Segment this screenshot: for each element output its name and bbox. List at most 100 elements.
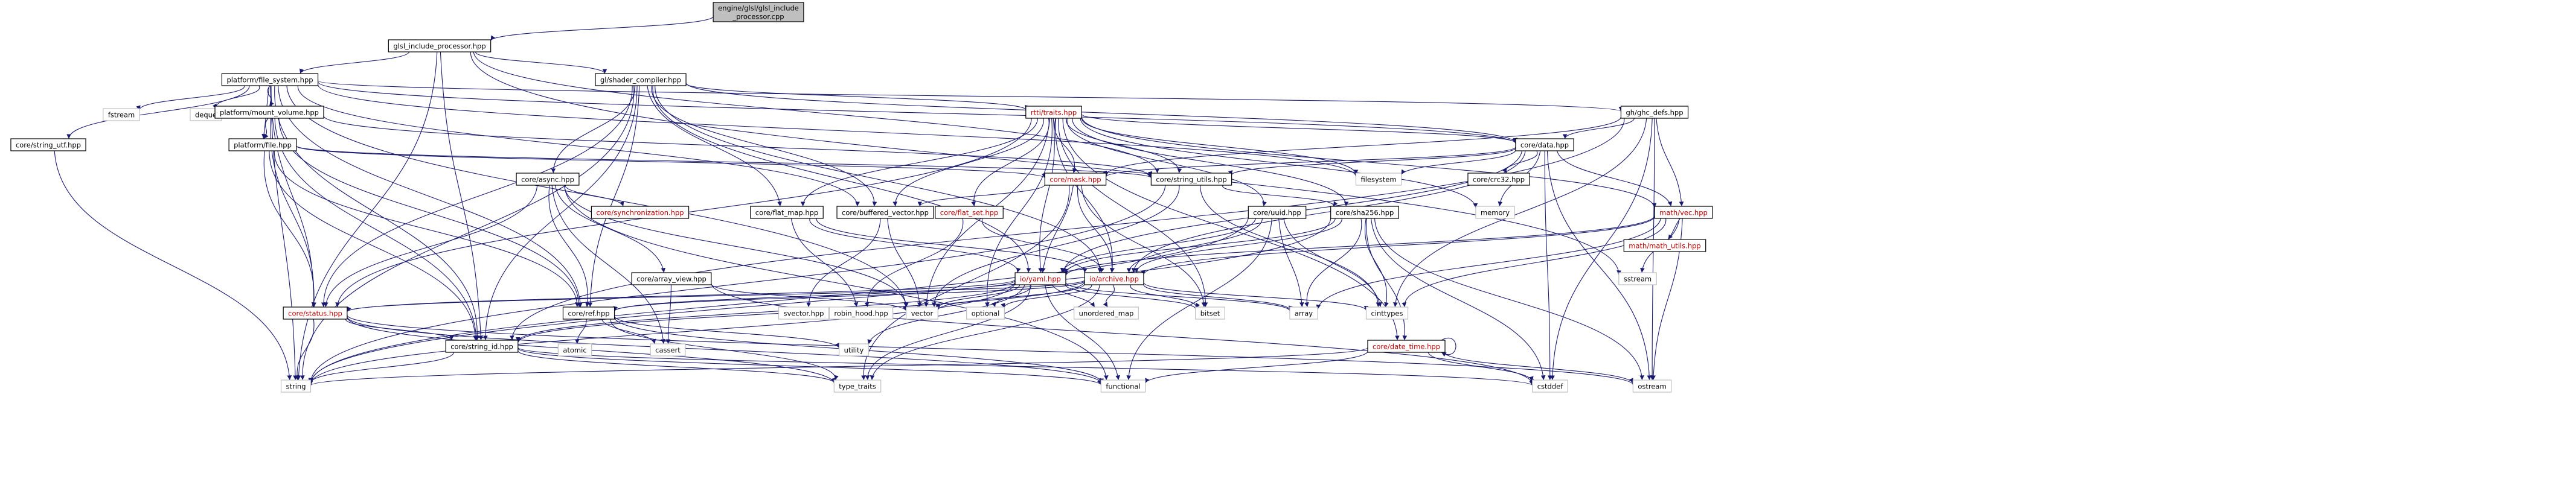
edge-core-mask-to-core-buffered-vector (917, 184, 1045, 207)
node-io-archive[interactable]: io/archive.hpp (1084, 272, 1144, 285)
node-box (228, 138, 297, 151)
edge-core-uuid-to-string (309, 217, 1249, 384)
node-box (283, 306, 348, 320)
node-mount-volume[interactable]: platform/mount_volume.hpp (214, 106, 324, 119)
node-core-sync[interactable]: core/synchronization.hpp (591, 206, 690, 219)
node-platform-file[interactable]: platform/file.hpp (228, 138, 297, 151)
edge-glsl-include-processor-to-string (296, 51, 438, 381)
edge-core-flat-map-to-robin-hood (790, 218, 859, 308)
node-label: optional (972, 309, 1000, 318)
node-box (595, 73, 687, 86)
edge-glsl-include-processor-to-platform-fs (300, 51, 410, 74)
edge-io-yaml-to-functional (1045, 284, 1120, 381)
node-label: functional (1106, 382, 1140, 391)
edge-core-async-to-cassert (551, 185, 666, 344)
edge-glsl-include-processor-to-core-string-utils (473, 51, 1159, 174)
node-platform-fs[interactable]: platform/file_system.hpp (221, 73, 319, 86)
node-label: core/data.hpp (1520, 141, 1569, 150)
edge-mount-volume-to-core-ref (278, 118, 582, 308)
node-label: vector (911, 309, 934, 318)
node-label: io/yaml.hpp (1020, 275, 1061, 284)
node-box (1355, 173, 1402, 186)
edge-core-async-to-core-array-view (554, 185, 666, 273)
edge-ghc-defs-to-core-data (1562, 118, 1635, 139)
edge-core-sha256-to-io-archive (1133, 218, 1342, 273)
node-label: rtti/traits.hpp (1031, 109, 1077, 117)
node-ghc-defs[interactable]: gh/ghc_defs.hpp (1620, 106, 1689, 119)
node-box (1044, 173, 1107, 186)
edge-math-vec-to-cinttypes (1402, 218, 1667, 308)
node-box (1100, 379, 1146, 393)
node-core-uuid[interactable]: core/uuid.hpp (1248, 206, 1307, 219)
node-io-yaml[interactable]: io/yaml.hpp (1014, 272, 1066, 285)
node-math-vec[interactable]: math/vec.hpp (1654, 206, 1713, 219)
edge-platform-file-to-core-mask (296, 145, 1046, 179)
node-rtti-traits[interactable]: rtti/traits.hpp (1025, 106, 1082, 119)
node-functional: functional (1100, 379, 1146, 393)
node-box (1150, 173, 1232, 186)
edge-io-archive-to-vector (935, 284, 1085, 311)
edge-rtti-traits-to-core-string-utils (1065, 118, 1182, 174)
node-label: core/string_id.hpp (450, 343, 513, 351)
node-box (631, 272, 712, 285)
edge-shader-compiler-to-core-string-id (483, 85, 638, 341)
node-core-async[interactable]: core/async.hpp (516, 173, 580, 186)
edge-math-vec-to-io-yaml (1063, 215, 1655, 276)
node-math-utils[interactable]: math/math_utils.hpp (1623, 239, 1706, 252)
edge-platform-fs-to-filesystem (317, 84, 1359, 177)
edge-core-mask-to-bitset (1081, 185, 1206, 308)
node-label: core/string_utils.hpp (1156, 176, 1226, 184)
node-core-crc32[interactable]: core/crc32.hpp (1467, 173, 1530, 186)
edge-core-flat-map-to-io-yaml (809, 218, 1021, 273)
node-label: filesystem (1360, 176, 1396, 184)
node-core-ref[interactable]: core/ref.hpp (562, 306, 615, 320)
node-core-mask[interactable]: core/mask.hpp (1044, 173, 1107, 186)
edge-core-string-id-to-functional (517, 348, 1101, 385)
node-core-sha256[interactable]: core/sha256.hpp (1330, 206, 1399, 219)
edge-rtti-traits-to-math-vec (1081, 116, 1657, 208)
node-label: cassert (655, 346, 681, 355)
node-core-array-view[interactable]: core/array_view.hpp (631, 272, 712, 285)
edge-core-data-to-cstddef (1544, 150, 1552, 381)
node-string: string (280, 379, 312, 393)
node-label: core/mask.hpp (1049, 176, 1101, 184)
node-box (778, 306, 830, 320)
node-svector: svector.hpp (778, 306, 830, 320)
node-label: glsl_include_processor.hpp (393, 42, 485, 51)
node-label: core/status.hpp (288, 309, 342, 318)
node-core-string-id[interactable]: core/string_id.hpp (445, 340, 519, 353)
edge-core-data-to-math-vec (1557, 150, 1673, 207)
edge-core-mask-to-io-yaml (1040, 185, 1074, 273)
edge-rtti-traits-to-filesystem (1081, 118, 1359, 175)
node-root[interactable]: engine/glsl/glsl_include_processor.cpp (713, 2, 804, 22)
edge-core-date-time-to-core-date-time (1441, 337, 1456, 357)
node-string-utf[interactable]: core/string_utf.hpp (10, 138, 86, 151)
edge-platform-fs-to-string-utf (66, 85, 250, 139)
node-core-string-utils[interactable]: core/string_utils.hpp (1150, 173, 1232, 186)
edge-root-to-glsl-include-processor (490, 16, 714, 41)
node-core-flat-map[interactable]: core/flat_map.hpp (750, 206, 824, 219)
node-core-flat-set[interactable]: core/flat_set.hpp (935, 206, 1004, 219)
node-glsl-include-processor[interactable]: glsl_include_processor.hpp (388, 39, 492, 52)
node-core-date-time[interactable]: core/date_time.hpp (1367, 340, 1446, 353)
edge-rtti-traits-to-core-flat-set (971, 118, 1049, 207)
edge-rtti-traits-to-core-sha256 (1072, 118, 1349, 207)
node-utility: utility (839, 343, 869, 357)
node-shader-compiler[interactable]: gl/shader_compiler.hpp (595, 73, 687, 86)
node-core-buffered-vector[interactable]: core/buffered_vector.hpp (836, 206, 934, 219)
node-core-status[interactable]: core/status.hpp (283, 306, 348, 320)
edge-rtti-traits-to-io-archive (1055, 118, 1115, 273)
edge-core-sha256-to-cinttypes (1365, 218, 1389, 308)
edge-core-flat-set-to-io-archive (982, 218, 1104, 273)
node-core-data[interactable]: core/data.hpp (1515, 138, 1574, 151)
edge-ghc-defs-to-cstddef (1550, 118, 1653, 381)
edge-shader-compiler-to-string (300, 85, 635, 381)
edge-core-uuid-to-io-yaml (1060, 218, 1256, 273)
node-label: core/ref.hpp (568, 309, 609, 318)
edge-shader-compiler-to-core-buffered-vector (651, 85, 877, 207)
node-label: platform/mount_volume.hpp (220, 109, 319, 117)
edge-platform-fs-to-deque (212, 85, 260, 109)
node-box (1289, 306, 1318, 320)
node-box (103, 108, 140, 121)
